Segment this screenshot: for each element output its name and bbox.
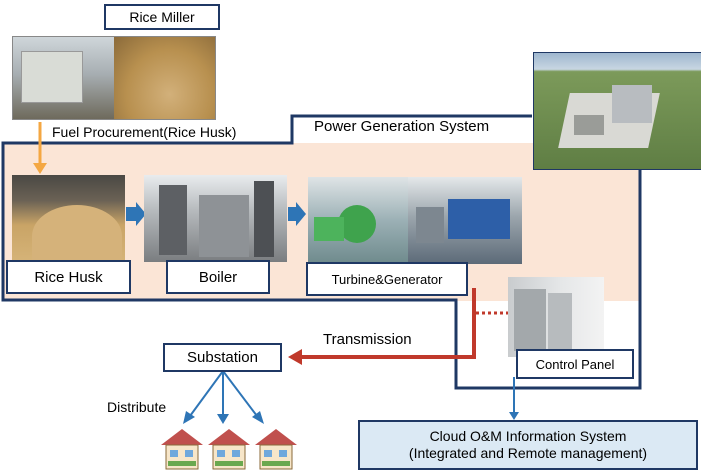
chevron-arrow-2 bbox=[288, 202, 306, 226]
house-icon-2 bbox=[206, 425, 252, 471]
rice-miller-photo bbox=[12, 36, 216, 120]
distribute-arrow-left bbox=[189, 370, 224, 417]
substation-label: Substation bbox=[163, 343, 282, 372]
power-system-frame bbox=[1, 138, 642, 390]
boiler-label: Boiler bbox=[166, 260, 270, 294]
turbine-generator-label: Turbine&Generator bbox=[306, 262, 468, 296]
turbine-photo bbox=[308, 177, 408, 264]
control-panel-photo bbox=[508, 277, 604, 357]
boiler-photo bbox=[144, 175, 287, 262]
house-icon-3 bbox=[253, 425, 299, 471]
rice-husk-label: Rice Husk bbox=[6, 260, 131, 294]
cloud-om-subtitle: (Integrated and Remote management) bbox=[408, 445, 648, 461]
transmission-arrow-line bbox=[300, 288, 476, 359]
cloud-om-title: Cloud O&M Information System bbox=[429, 428, 627, 444]
transmission-label: Transmission bbox=[323, 331, 412, 348]
plant-aerial-photo bbox=[533, 52, 701, 170]
power-generation-title: Power Generation System bbox=[314, 118, 490, 135]
distribute-arrowhead-left bbox=[183, 411, 195, 424]
distribute-arrowhead-center bbox=[217, 414, 229, 424]
control-panel-label: Control Panel bbox=[516, 349, 634, 379]
distribute-arrowhead-right bbox=[252, 411, 264, 424]
power-system-frame-top bbox=[290, 114, 532, 138]
chevron-arrow-1 bbox=[126, 202, 146, 226]
rice-husk-photo bbox=[12, 175, 125, 266]
house-icon-1 bbox=[159, 425, 205, 471]
transmission-arrow-head bbox=[288, 349, 302, 365]
generator-photo bbox=[408, 177, 522, 264]
fuel-arrow-head bbox=[33, 163, 47, 174]
distribute-label: Distribute bbox=[107, 399, 167, 415]
fuel-procurement-label: Fuel Procurement(Rice Husk) bbox=[52, 124, 237, 140]
rice-miller-label: Rice Miller bbox=[104, 4, 220, 30]
cloud-om-system: Cloud O&M Information System (Integrated… bbox=[358, 420, 698, 470]
cloud-arrow-head bbox=[509, 412, 519, 420]
distribute-arrow-right bbox=[222, 370, 258, 417]
